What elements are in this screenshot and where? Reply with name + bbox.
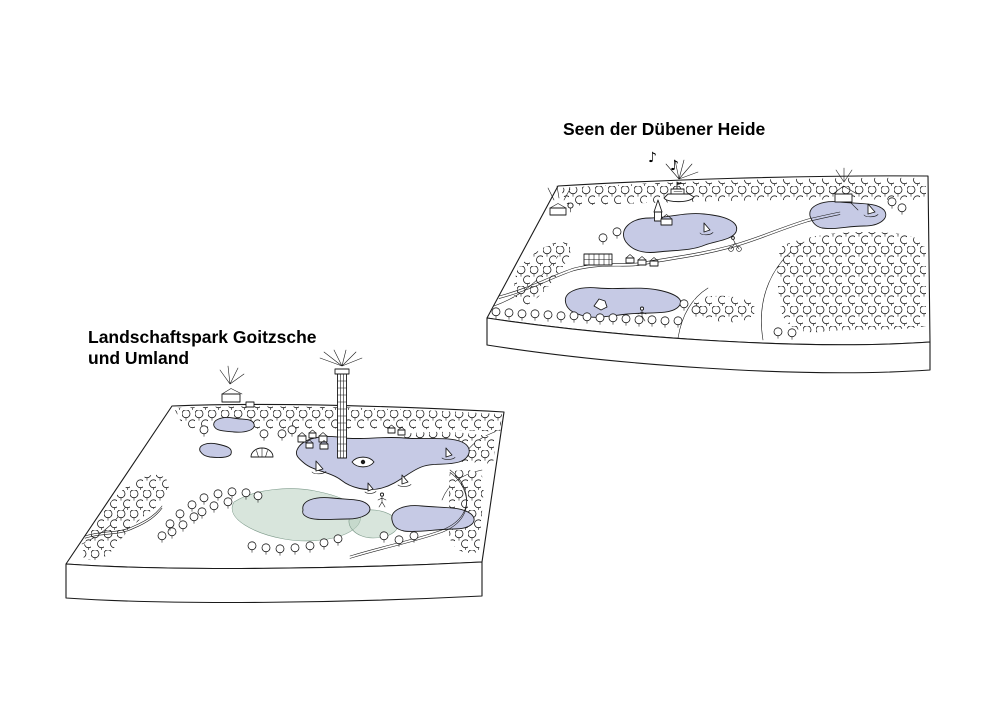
radiance-lines-icon	[665, 159, 699, 180]
radiance-lines-icon	[219, 365, 245, 385]
radiance-lines-icon	[547, 185, 571, 201]
forest-patches	[514, 177, 926, 333]
flag-icon	[677, 182, 683, 185]
sailboat-icon	[699, 222, 714, 236]
trail-path	[84, 505, 163, 539]
village-houses	[625, 254, 659, 267]
church-icon	[653, 199, 673, 226]
radiance-lines-icon	[319, 349, 363, 367]
music-note-icon: ♪	[670, 158, 679, 174]
cyclist-icon	[728, 236, 742, 252]
illustration-goitzsche	[65, 349, 505, 604]
dock-icon	[583, 253, 613, 266]
sailboat-icon	[311, 460, 327, 475]
sailboat-icon	[863, 203, 879, 218]
music-note-icon: ♪	[648, 150, 657, 166]
lakeside-house-icon	[832, 167, 859, 211]
lake-south	[564, 287, 682, 318]
sailboat-icon	[441, 447, 456, 460]
lake-southeast	[391, 505, 475, 532]
pier-icon	[849, 201, 859, 211]
sailboat-icon	[397, 474, 412, 487]
station-building-icon	[547, 185, 574, 216]
title-dubener-heide: Seen der Dübener Heide	[563, 119, 766, 139]
forest-patch	[777, 232, 926, 333]
title-goitzsche-line2: und Umland	[88, 348, 190, 368]
excursion-boat-icon	[663, 159, 699, 203]
title-goitzsche: Landschaftspark Goitzsche und Umland	[88, 327, 317, 369]
tower-icon	[319, 349, 363, 459]
rock-island	[593, 298, 608, 311]
visitor-building-icon	[219, 365, 255, 408]
title-goitzsche-line1: Landschaftspark Goitzsche	[88, 327, 317, 347]
sailboat-icon	[364, 482, 377, 494]
road-path	[349, 469, 467, 559]
forest-patch	[560, 177, 926, 206]
town-houses	[297, 429, 329, 450]
lakes	[564, 201, 887, 318]
dish-icon	[567, 202, 574, 209]
forest-patch	[694, 295, 756, 323]
forest-patch	[82, 474, 169, 561]
road-path	[498, 211, 841, 299]
illustration-dubener-heide: ♪ ♪	[486, 150, 931, 374]
radiance-lines-icon	[835, 167, 853, 183]
person-icon	[377, 492, 387, 508]
lakelet-west	[199, 442, 232, 458]
pond-northwest	[213, 417, 255, 433]
forest-patch	[514, 242, 571, 306]
lake-main	[623, 213, 738, 253]
lake-east	[809, 201, 887, 229]
lakeside-huts	[387, 424, 406, 436]
eye-island-icon	[351, 456, 375, 468]
lake-south	[302, 497, 371, 520]
amphitheatre-icon	[250, 447, 274, 458]
